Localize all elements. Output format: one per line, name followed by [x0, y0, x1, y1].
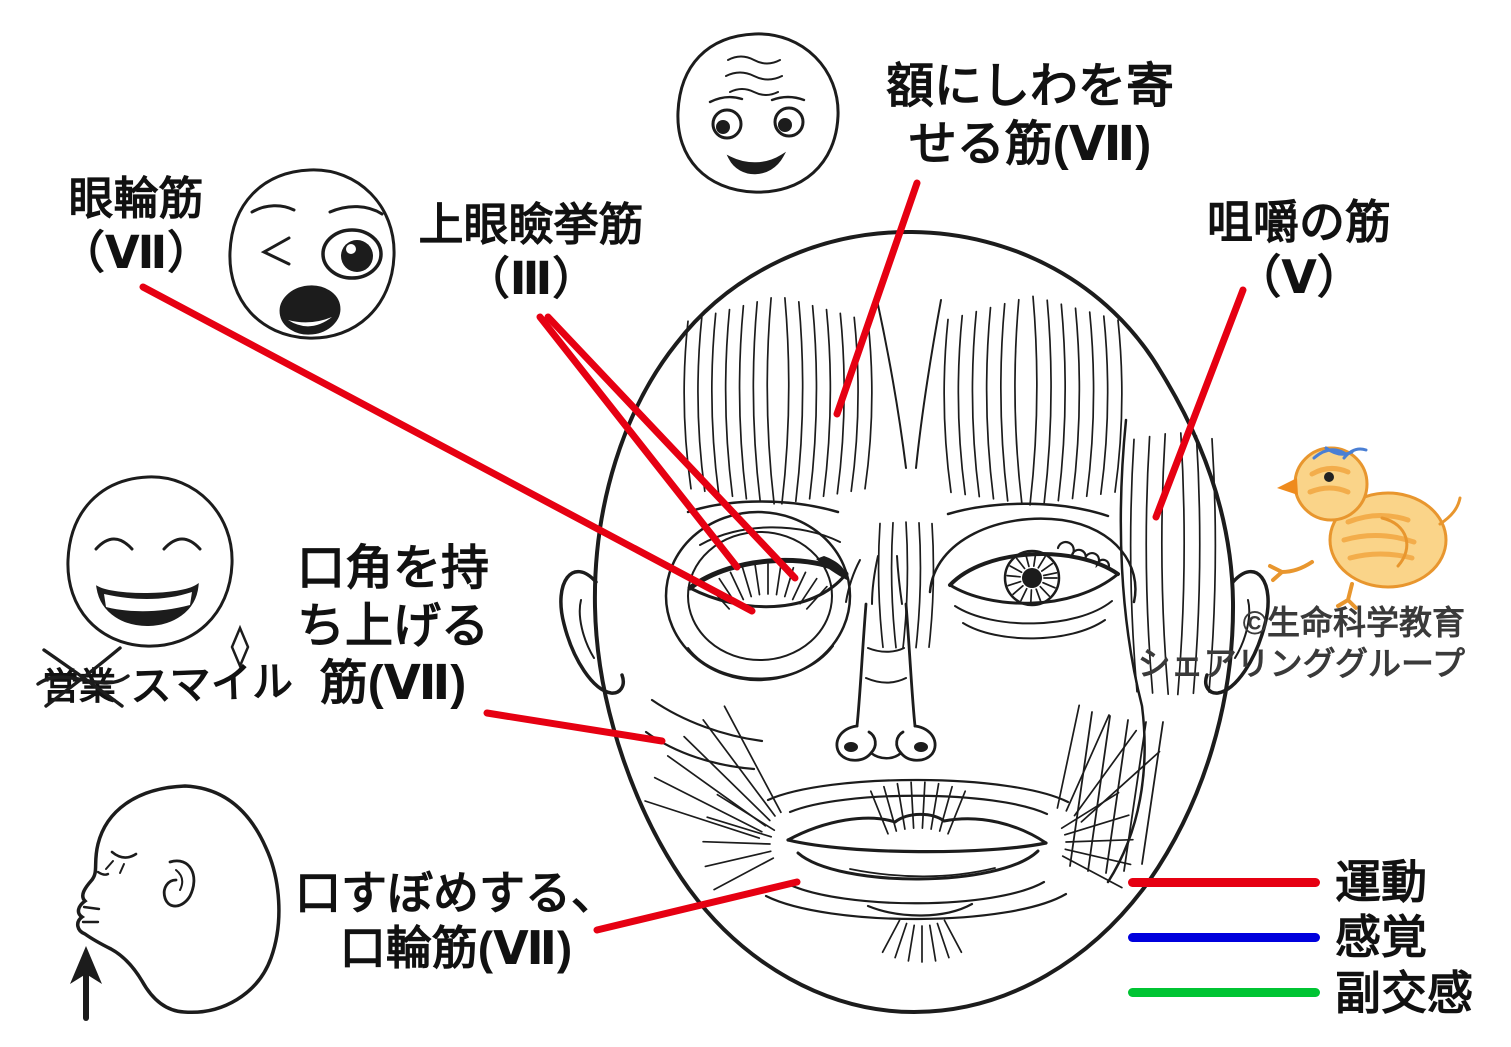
- label-frontalis: 額にしわを寄 せる筋(Ⅶ): [885, 58, 1175, 173]
- legend-line-parasympathetic: [1128, 988, 1320, 998]
- label-line: 額にしわを寄: [885, 60, 1174, 113]
- annotation-line-frontalis: [833, 179, 921, 418]
- label-line: 口角を持: [296, 542, 489, 595]
- smile-caption-text: スマイル: [129, 658, 294, 710]
- smiling-face-illustration: [66, 475, 250, 670]
- label-line: （Ⅲ）: [464, 253, 598, 304]
- label-orbicularis-oris: 口すぼめする、 口輪筋(Ⅶ): [294, 866, 618, 976]
- label-levator-anguli-oris: 口角を持 ち上げる 筋(Ⅶ): [293, 540, 493, 713]
- annotation-lines: [139, 179, 1247, 934]
- muscle-fiber-fans: [644, 552, 1161, 963]
- label-line: 上眼瞼挙筋: [418, 199, 644, 250]
- annotation-line-levator-palpebrae-2: [544, 313, 799, 582]
- legend-row-parasympathetic: 副交感: [1128, 966, 1473, 1019]
- legend-row-sensory: 感覚: [1128, 911, 1473, 964]
- label-orbicularis-oculi: 眼輪筋 （Ⅶ）: [48, 172, 224, 280]
- label-line: 筋(Ⅶ): [319, 657, 467, 711]
- label-line: 口輪筋(Ⅶ): [339, 922, 573, 975]
- label-line: （Ⅴ）: [1235, 251, 1363, 304]
- label-levator-palpebrae: 上眼瞼挙筋 （Ⅲ）: [418, 198, 644, 306]
- annotation-line-orbicularis-oris: [593, 878, 801, 934]
- label-line: せる筋(Ⅶ): [908, 117, 1152, 171]
- annotation-line-levator-anguli: [483, 709, 666, 745]
- label-line: 眼輪筋: [68, 173, 204, 224]
- legend-label-motor: 運動: [1335, 856, 1427, 908]
- chick-illustration: [1268, 446, 1462, 610]
- winking-face-illustration: [228, 168, 396, 340]
- legend-line-sensory: [1128, 932, 1320, 942]
- label-line: ち上げる: [296, 599, 489, 653]
- copyright-line: シェアリンググループ: [1137, 645, 1465, 683]
- legend-label-parasympathetic: 副交感: [1335, 966, 1473, 1019]
- label-line: （Ⅶ）: [59, 227, 213, 278]
- label-line: 口すぼめする、: [295, 867, 617, 919]
- legend-label-sensory: 感覚: [1335, 911, 1427, 964]
- nerve-legend: 運動 感覚 副交感: [1128, 858, 1473, 1024]
- strikethrough-scribble: [36, 646, 130, 708]
- label-masticatory-muscles: 咀嚼の筋 （Ⅴ）: [1204, 195, 1394, 305]
- legend-row-motor: 運動: [1128, 858, 1473, 906]
- copyright-line: ©生命科学教育: [1242, 604, 1465, 641]
- annotation-line-orbicularis-oculi: [139, 283, 756, 615]
- forehead-wrinkle-face-illustration: [676, 32, 840, 194]
- legend-line-motor: [1128, 877, 1320, 887]
- annotation-line-masticatory: [1152, 286, 1247, 521]
- profile-face-illustration: [70, 784, 281, 1021]
- label-line: 咀嚼の筋: [1207, 196, 1391, 248]
- annotation-line-levator-palpebrae-1: [536, 313, 741, 571]
- copyright-notice: ©生命科学教育 シェアリンググループ: [1138, 602, 1465, 685]
- muscle-striations: [683, 295, 1217, 696]
